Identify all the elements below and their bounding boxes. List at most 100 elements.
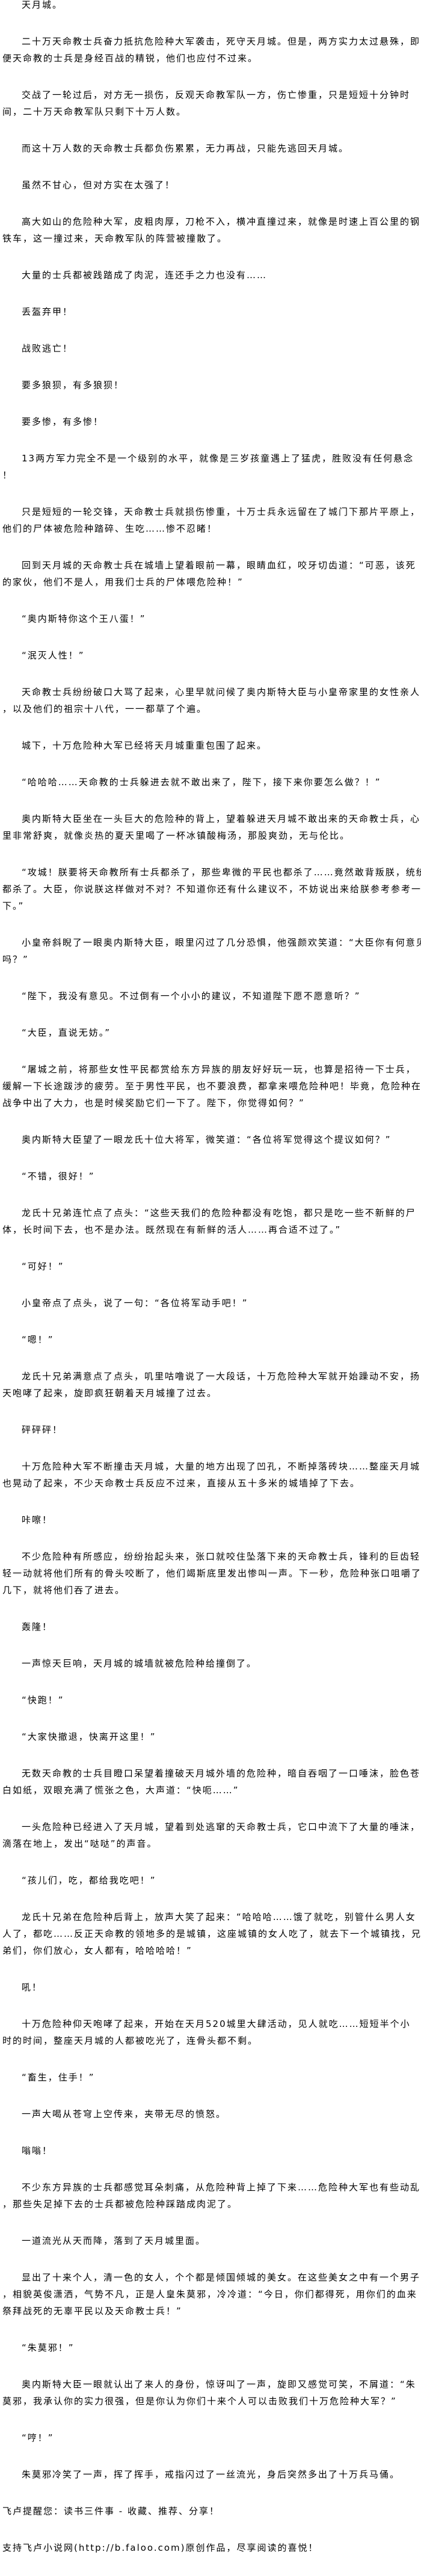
paragraph-line: 高大如山的危险种大军，皮粗肉厚，刀枪不入，横冲直撞过来，就像是时速上百公里的钢 — [22, 216, 421, 227]
paragraph-line: “泯灭人性！” — [22, 650, 85, 661]
paragraph: 丢盔弃甲！ — [2, 303, 421, 320]
paragraph-line: 缓解一下长途跋涉的疲劳。至于男性平民，也不要浪费，都拿来喂危险种吧！毕竟，危险种… — [2, 1081, 421, 1092]
paragraph-line: 间，二十万天命教军队只剩下十万人数。 — [2, 106, 187, 117]
paragraph-line: “大臣，直说无妨。” — [22, 1027, 111, 1038]
paragraph-line: “快跑！” — [22, 1695, 64, 1706]
paragraph: 小皇帝斜睨了一眼奥内斯特大臣，眼里闪过了几分恐惧，他强颜欢笑道：“大臣你有何意见… — [2, 934, 421, 968]
paragraph-line: 莫邪，我承认你的实力很强，但是你认为你们十来个人可以击败我们十万危险种大军？” — [2, 2396, 397, 2407]
paragraph: 龙氏十兄弟满意点了点头，叽里咕噜说了一大段话，十万危险种大军就开始躁动不安，扬天… — [2, 1368, 421, 1402]
paragraph-line: 下。” — [2, 901, 25, 911]
paragraph: “哈哈哈……天命教的士兵躲进去就不敢出来了，陛下，接下来你要怎么做？！” — [2, 774, 421, 791]
paragraph-line: 战败逃亡！ — [22, 343, 73, 354]
paragraph: 一道流光从天而降，落到了天月城里面。 — [2, 2232, 421, 2249]
paragraph-line: “嗯！” — [22, 1334, 54, 1345]
paragraph-line: 天咆哮了起来，旋即疯狂朝着天月城撞了过去。 — [2, 1388, 218, 1399]
reading-reminder: 飞卢提醒您：读书三件事 - 收藏、推荐、分享！ — [2, 2503, 421, 2520]
paragraph: 天命教士兵纷纷破口大骂了起来，心里早就问候了奥内斯特大臣与小皇帝家里的女性亲人 ，… — [2, 684, 421, 717]
paragraph-line: “朱莫邪！” — [22, 2342, 75, 2353]
paragraph-line: 人了，都吃……反正天命教的领地多的是城镇，这座城镇的女人吃了，就去下一个城镇找，… — [2, 1928, 421, 1939]
paragraph-line: 回到天月城的天命教士兵在城墙上望着眼前一幕，眼睛血红，咬牙切齿道：“可恶，该死 — [22, 560, 416, 571]
paragraph: “奥内斯特你这个王八蛋！” — [2, 610, 421, 627]
paragraph: 一头危险种已经进入了天月城，望着到处逃窜的天命教士兵，它口中流下了大量的唾沫，滴… — [2, 1818, 421, 1852]
paragraph-line: 二十万天命教士兵奋力抵抗危险种大军袭击，死守天月城。但是，两方实力太过悬殊，即 — [22, 36, 421, 47]
paragraph-line: 虽然不甘心，但对方实在太强了！ — [22, 180, 176, 190]
paragraph: “孩儿们，吃，都给我吃吧！” — [2, 1872, 421, 1889]
paragraph-line: 而这十万人数的天命教士兵都负伤累累，无力再战，只能先逃回天月城。 — [22, 143, 349, 154]
paragraph: “泯灭人性！” — [2, 647, 421, 664]
paragraph-line: 无数天命教的士兵目瞪口呆望着撞破天月城外墙的危险种，暗自吞咽了一口唾沫，脸色苍 — [22, 1768, 421, 1779]
paragraph-line: 时的时间，整座天月城的人都被吃光了，连骨头都不剩。 — [2, 2035, 259, 2046]
paragraph-line: 奥内斯特大臣望了一眼龙氏十位大将军，微笑道：“各位将军觉得这个提议如何？” — [22, 1134, 392, 1145]
paragraph-line: 十万危险种仰天咆哮了起来，开始在天月520城里大肆活动，见人就吃……短短半个小 — [22, 2019, 411, 2029]
paragraph: 而这十万人数的天命教士兵都负伤累累，无力再战，只能先逃回天月城。 — [2, 140, 421, 157]
paragraph-line: 砰砰砰！ — [22, 1424, 63, 1435]
support-notice: 支持飞卢小说网(http://b.faloo.com)原创作品，尽享阅读的喜悦！ — [2, 2539, 421, 2556]
paragraph-line: 天月城。 — [22, 0, 63, 10]
paragraph: “攻城！朕要将天命教所有士兵都杀了，那些卑微的平民也都杀了……竟然敢背叛朕，统统… — [2, 864, 421, 914]
paragraph-line: 一声惊天巨响，天月城的城墙就被危险种给撞倒了。 — [22, 1658, 257, 1669]
paragraph: 十万危险种大军不断撞击天月城，大量的地方出现了凹孔，不断掉落砖块……整座天月城也… — [2, 1458, 421, 1492]
paragraph: 大量的士兵都被践踏成了肉泥，连还手之力也没有…… — [2, 267, 421, 284]
paragraph-line: 龙氏十兄弟在危险种后背上，放声大笑了起来：“哈哈哈……饿了就吃，别管什么男人女 — [22, 1912, 416, 1922]
paragraph-line: ！ — [2, 470, 13, 481]
paragraph-line: “孩儿们，吃，都给我吃吧！” — [22, 1875, 156, 1886]
paragraph-line: “可好！” — [22, 1261, 64, 1272]
paragraph-line: 战争中出了大力，也是时候奖励它们一下了。陛下，你觉得如何？” — [2, 1098, 305, 1108]
paragraph-line: 小皇帝点了点头，说了一句：“各位将军动手吧！” — [22, 1298, 248, 1308]
paragraph-line: 白如纸，双眼充满了慌张之色，大声道：“快呃……” — [2, 1785, 239, 1796]
paragraph: “大臣，直说无妨。” — [2, 1024, 421, 1041]
paragraph-list: 天月城。二十万天命教士兵奋力抵抗危险种大军袭击，死守天月城。但是，两方实力太过悬… — [2, 0, 421, 2483]
paragraph: 要多惨，有多惨！ — [2, 413, 421, 430]
paragraph-line: 祭拜战死的无辜平民以及天命教士兵！” — [2, 2306, 182, 2316]
paragraph: 要多狼狈，有多狼狈！ — [2, 377, 421, 393]
paragraph: 朱莫邪冷笑了一声，挥了挥手，戒指闪过了一丝流光，身后突然多出了十万兵马俑。 — [2, 2466, 421, 2483]
paragraph: 高大如山的危险种大军，皮粗肉厚，刀枪不入，横冲直撞过来，就像是时速上百公里的钢铁… — [2, 213, 421, 247]
paragraph: “屠城之前，将那些女性平民都赏给东方异族的朋友好好玩一玩，也算是招待一下士兵， 缓… — [2, 1061, 421, 1111]
paragraph-line: 小皇帝斜睨了一眼奥内斯特大臣，眼里闪过了几分恐惧，他强颜欢笑道：“大臣你有何意见 — [22, 937, 421, 948]
paragraph: “畜生，住手！” — [2, 2069, 421, 2086]
paragraph: 只是短短的一轮交锋，天命教士兵就损伤惨重，十万士兵永远留在了城门下那片平原上， 他… — [2, 503, 421, 537]
paragraph: “不错，很好！” — [2, 1168, 421, 1185]
paragraph-line: “大家快撤退，快离开这里！” — [22, 1731, 156, 1742]
paragraph-line: “哼！” — [22, 2432, 54, 2443]
paragraph-line: 要多惨，有多惨！ — [22, 416, 104, 427]
paragraph-line: 体，长时间下去，也不是办法。既然现在有新鲜的活人……再合适不过了。” — [2, 1224, 342, 1235]
paragraph-line: 13两方军力完全不是一个级别的水平，就像是三岁孩童遇上了猛虎，胜败没有任何悬念 — [22, 453, 414, 464]
paragraph-line: 天命教士兵纷纷破口大骂了起来，心里早就问候了奥内斯特大臣与小皇帝家里的女性亲人 — [22, 687, 421, 697]
paragraph: 奥内斯特大臣望了一眼龙氏十位大将军，微笑道：“各位将军觉得这个提议如何？” — [2, 1131, 421, 1148]
paragraph: 龙氏十兄弟在危险种后背上，放声大笑了起来：“哈哈哈……饿了就吃，别管什么男人女人… — [2, 1909, 421, 1959]
paragraph-line: 里非常舒爽，就像炎热的夏天里喝了一杯冰镇酸梅汤，那股爽劲，无与伦比。 — [2, 830, 351, 841]
paragraph-line: 奥内斯特大臣一眼就认出了来人的身份，惊讶叫了一声，旋即又感觉可笑，不屑道：“朱 — [22, 2379, 416, 2390]
paragraph: 交战了一轮过后，对方无一损伤，反观天命教军队一方，伤亡惨重，只是短短十分钟时间，… — [2, 87, 421, 120]
paragraph: 一声惊天巨响，天月城的城墙就被危险种给撞倒了。 — [2, 1655, 421, 1672]
paragraph-line: 不少东方异族的士兵都感觉耳朵刺痛，从危险种背上掉了下来……危险种大军也有些动乱 — [22, 2182, 421, 2193]
paragraph: 二十万天命教士兵奋力抵抗危险种大军袭击，死守天月城。但是，两方实力太过悬殊，即便… — [2, 33, 421, 67]
paragraph-line: ，以及他们的祖宗十八代，一一都草了个遍。 — [2, 703, 207, 714]
paragraph: 不少东方异族的士兵都感觉耳朵刺痛，从危险种背上掉了下来……危险种大军也有些动乱 ，… — [2, 2179, 421, 2213]
paragraph: 13两方军力完全不是一个级别的水平，就像是三岁孩童遇上了猛虎，胜败没有任何悬念 ！ — [2, 450, 421, 484]
paragraph: 虽然不甘心，但对方实在太强了！ — [2, 177, 421, 193]
paragraph-line: 城下，十万危险种大军已经将天月城重重包围了起来。 — [22, 740, 268, 751]
paragraph-line: 便天命教的士兵是身经百战的精锐，他们也应付不过来。 — [2, 53, 259, 64]
paragraph-line: ，那些失足掉下去的士兵都被危险种踩踏成肉泥了。 — [2, 2199, 238, 2210]
paragraph: 城下，十万危险种大军已经将天月城重重包围了起来。 — [2, 737, 421, 754]
paragraph: 小皇帝点了点头，说了一句：“各位将军动手吧！” — [2, 1295, 421, 1311]
paragraph-line: 交战了一轮过后，对方无一损伤，反观天命教军队一方，伤亡惨重，只是短短十分钟时 — [22, 90, 411, 100]
paragraph-line: 铁车，这一撞过来，天命教军队的阵营被撞散了。 — [2, 233, 228, 244]
paragraph: 砰砰砰！ — [2, 1421, 421, 1438]
paragraph: 十万危险种仰天咆哮了起来，开始在天月520城里大肆活动，见人就吃……短短半个小时… — [2, 2016, 421, 2049]
paragraph: “朱莫邪！” — [2, 2339, 421, 2356]
paragraph-line: 咔嚓！ — [22, 1514, 53, 1525]
paragraph-line: “屠城之前，将那些女性平民都赏给东方异族的朋友好好玩一玩，也算是招待一下士兵， — [22, 1064, 416, 1075]
paragraph: “哼！” — [2, 2429, 421, 2446]
paragraph-line: 他们的尸体被危险种踏碎、生吃……惨不忍睹！ — [2, 523, 218, 534]
paragraph: “可好！” — [2, 1258, 421, 1275]
paragraph: 奥内斯特大臣坐在一头巨大的危险种的背上，望着躲进天月城不敢出来的天命教士兵，心里… — [2, 810, 421, 844]
paragraph: 战败逃亡！ — [2, 340, 421, 357]
paragraph-line: 只是短短的一轮交锋，天命教士兵就损伤惨重，十万士兵永远留在了城门下那片平原上， — [22, 506, 421, 517]
paragraph-line: 要多狼狈，有多狼狈！ — [22, 380, 124, 390]
paragraph-line: 一声大喝从苍穹上空传来，夹带无尽的愤怒。 — [22, 2109, 227, 2119]
paragraph-line: 的家伙，他们不是人，用我们士兵的尸体喂危险种！” — [2, 577, 244, 588]
paragraph: 显出了十来个人，清一色的女人，个个都是倾国倾城的美女。在这些美女之中有一个男子，… — [2, 2269, 421, 2319]
